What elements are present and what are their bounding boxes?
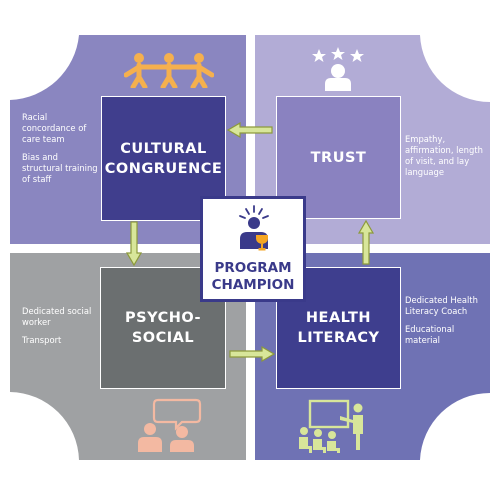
trust-note-1: Empathy, affirmation, length of visit, a… <box>405 134 483 177</box>
psychosocial-title: PSYCHO- SOCIAL <box>125 310 201 346</box>
program-champion-card: PROGRAM CHAMPION <box>200 196 306 302</box>
person-with-stars-icon <box>312 47 364 91</box>
three-people-icon <box>124 53 214 88</box>
health-note-1: Dedicated Health Literacy Coach <box>405 295 478 316</box>
cultural-note-2: Bias and structural training of staff <box>22 152 98 184</box>
arrow-psychosocial-to-health <box>229 346 276 362</box>
arrow-cultural-to-psychosocial <box>126 221 142 267</box>
health-notes: Dedicated Health Literacy Coach Educatio… <box>405 295 489 353</box>
teaching-classroom-icon <box>299 399 363 453</box>
psychosocial-box: PSYCHO- SOCIAL <box>100 267 226 389</box>
psychosocial-notes: Dedicated social worker Transport <box>22 306 98 353</box>
psychosocial-note-1: Dedicated social worker <box>22 306 92 327</box>
cultural-note-1: Racial concordance of care team <box>22 112 87 144</box>
trust-title: TRUST <box>310 149 367 166</box>
arrow-health-to-trust <box>358 219 374 265</box>
cultural-congruence-title: CULTURAL CONGRUENCE <box>104 140 223 177</box>
cultural-congruence-box: CULTURAL CONGRUENCE <box>101 96 226 221</box>
psychosocial-note-2: Transport <box>22 335 62 345</box>
health-literacy-title: HEALTH LITERACY <box>297 310 380 346</box>
program-champion-title: PROGRAM CHAMPION <box>211 260 295 293</box>
health-note-2: Educational material <box>405 324 455 345</box>
cultural-notes: Racial concordance of care team Bias and… <box>22 112 98 192</box>
arrow-trust-to-cultural <box>226 122 273 138</box>
trust-notes: Empathy, affirmation, length of visit, a… <box>405 134 485 185</box>
champion-trophy-icon <box>239 205 269 251</box>
conversation-icon <box>138 398 202 452</box>
